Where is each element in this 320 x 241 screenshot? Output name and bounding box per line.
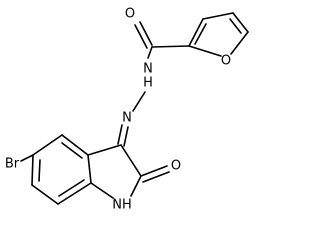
bond-benz-c5-c6 bbox=[31, 154, 34, 186]
bond-carbonyl-double-b bbox=[134, 24, 148, 49]
atom-hydrazide-n1: N bbox=[143, 62, 153, 77]
bond-benz-c3a-c4-inner bbox=[61, 142, 83, 159]
atom-hydrazide-n1-h: H bbox=[143, 76, 153, 91]
bond-c3-c2 bbox=[120, 144, 142, 177]
bond-c-br bbox=[20, 154, 34, 162]
bond-n-c3-double-b bbox=[123, 126, 129, 147]
bond-benz-c6-c7 bbox=[31, 184, 59, 205]
atom-furan-oxygen: O bbox=[221, 54, 231, 69]
bond-furan-c4-c5 bbox=[232, 12, 249, 33]
bond-lactam-co-b bbox=[142, 171, 170, 183]
bond-furan-c5-o bbox=[230, 31, 249, 55]
bond-n1-c7a bbox=[90, 182, 114, 199]
bond-benz-c4-c5 bbox=[32, 134, 63, 156]
bond-furan-c4-c5-inner bbox=[229, 18, 242, 34]
atom-hydrazide-n2: N bbox=[122, 111, 132, 126]
bond-carbonyl-nh bbox=[147, 46, 153, 59]
bond-furan-c3-c4 bbox=[202, 12, 234, 20]
bond-n-n bbox=[132, 91, 146, 112]
bond-furan-o-c2 bbox=[188, 45, 222, 57]
bond-c7a-c3a bbox=[87, 154, 92, 184]
bond-c2-n1 bbox=[130, 175, 142, 197]
structure-canvas: O O N H N O Br NH bbox=[5, 7, 249, 213]
molecule-structure: O O N H N O Br NH bbox=[5, 7, 249, 213]
bond-benz-c5-c6-inner bbox=[38, 159, 41, 182]
bond-benz-c7-c7a bbox=[57, 182, 92, 205]
atom-ring-nh: NH bbox=[112, 198, 132, 213]
bond-carbonyl-furan bbox=[151, 45, 190, 48]
bond-benz-c7-c7a-inner bbox=[58, 179, 85, 197]
bond-furan-c2-c3-inner bbox=[194, 23, 207, 45]
bond-benz-c3a-c4 bbox=[61, 134, 89, 156]
atom-lactam-oxygen: O bbox=[171, 159, 181, 174]
bond-lactam-co-a bbox=[140, 165, 168, 177]
bond-furan-c2-c3 bbox=[188, 18, 204, 47]
bonds bbox=[20, 12, 249, 205]
atom-bromine: Br bbox=[5, 157, 20, 172]
bond-c3a-c3 bbox=[87, 144, 122, 156]
atom-carbonyl-oxygen: O bbox=[125, 7, 135, 22]
bond-carbonyl-double-a bbox=[139, 21, 153, 46]
atom-labels: O O N H N O Br NH bbox=[5, 7, 231, 213]
bond-n-c3-double-a bbox=[117, 124, 123, 145]
